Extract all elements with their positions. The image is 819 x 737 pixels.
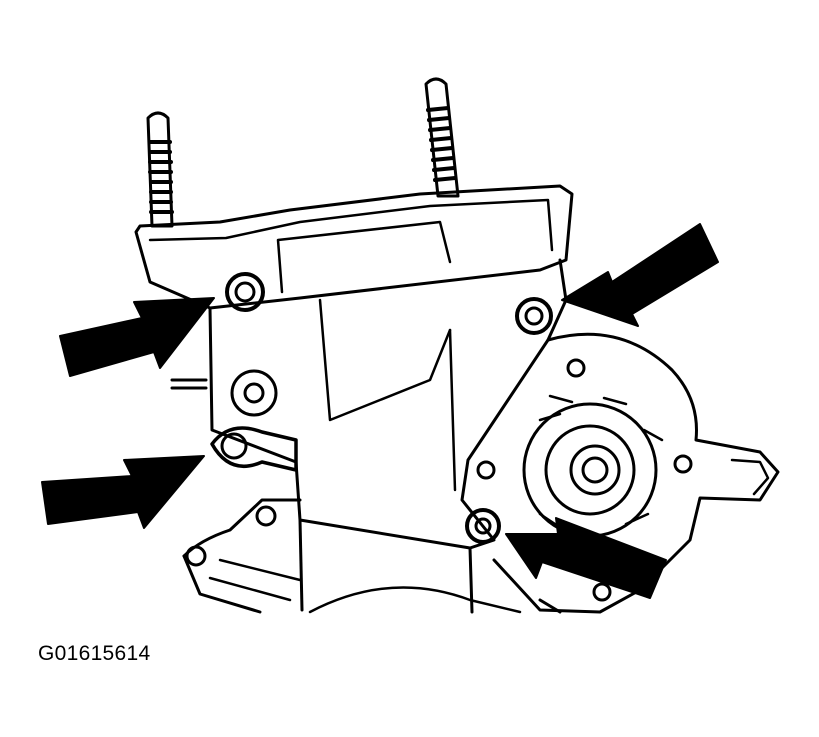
arrow-lower-left-bolt <box>41 455 205 529</box>
cover-top-flange <box>134 184 574 310</box>
arrow-upper-right-bolt <box>561 223 719 327</box>
bolt-upper-left <box>225 272 265 312</box>
right-stud <box>424 77 460 198</box>
engine-block-lower <box>182 498 562 614</box>
left-stud <box>146 111 174 228</box>
bolt-lower-left <box>210 426 298 472</box>
bolt-bottom <box>465 508 501 544</box>
arrow-bottom-bolt <box>505 517 667 599</box>
figure-id-label: G01615614 <box>38 642 151 665</box>
bolt-upper-right <box>515 297 553 335</box>
arrow-upper-left-bolt <box>59 297 215 377</box>
